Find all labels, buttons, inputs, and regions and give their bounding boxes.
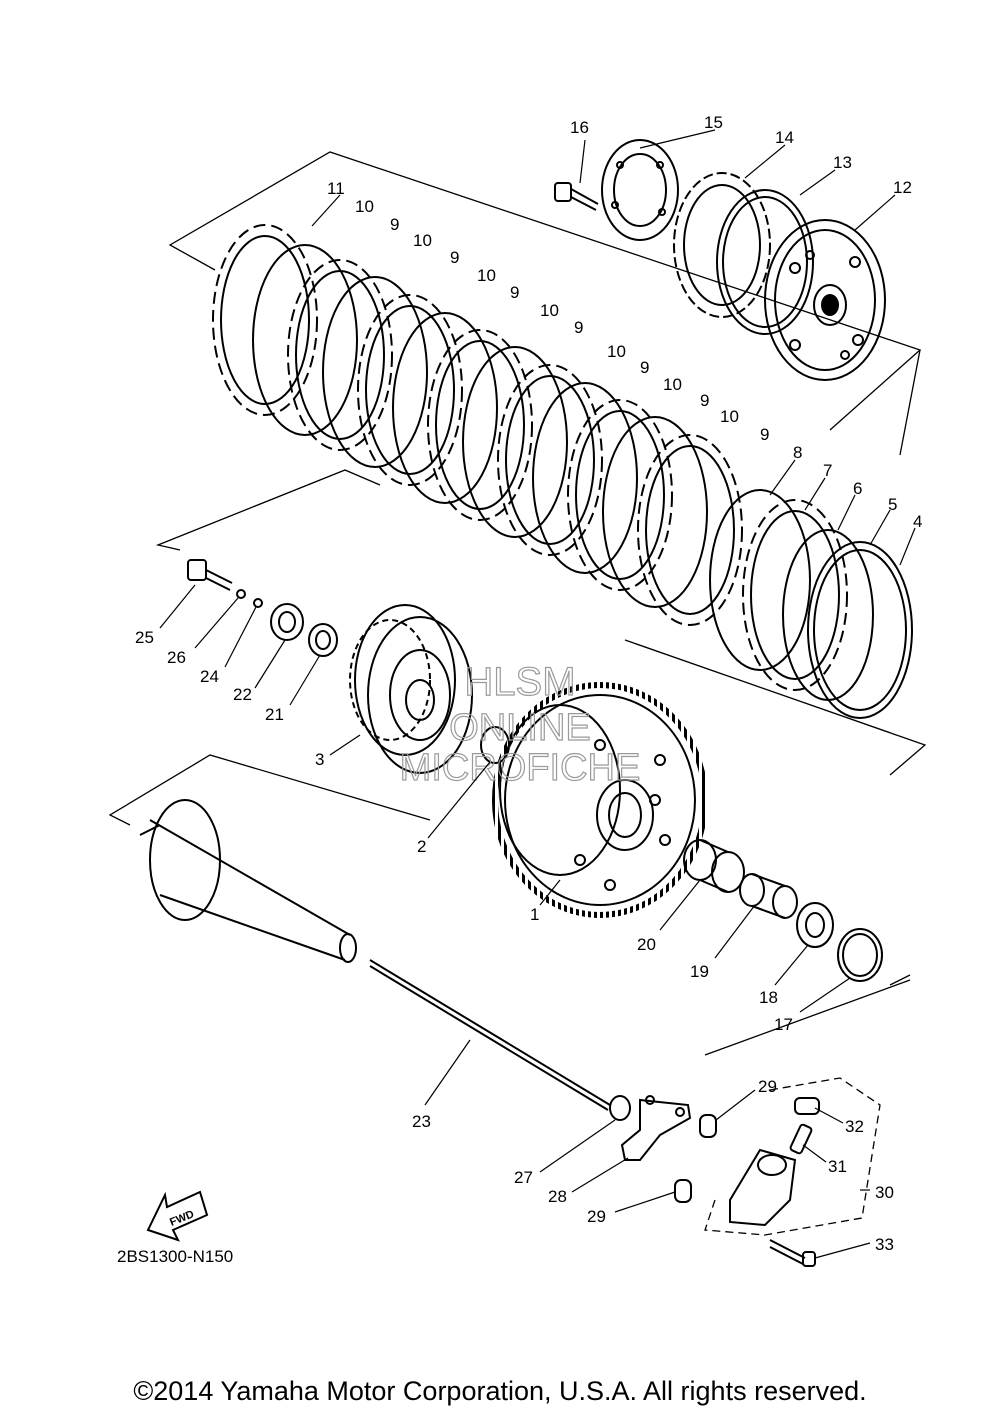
bolt-33 [769,1239,816,1267]
callout-25: 25 [135,628,154,647]
watermark-line3: MICROFICHE [400,747,641,789]
end-plates-and-rings [709,489,913,719]
callout-10a: 10 [355,197,374,216]
callout-9b: 9 [450,248,459,267]
callout-9c: 9 [510,283,519,302]
clutch-boss [349,604,473,774]
callout-10f: 10 [663,375,682,394]
callout-22: 22 [233,685,252,704]
callout-18: 18 [759,988,778,1007]
callout-9g: 9 [760,425,769,444]
dowel-pins [674,1114,717,1203]
callout-30: 30 [875,1183,894,1202]
callout-19: 19 [690,962,709,981]
callout-10c: 10 [477,266,496,285]
small-balls [236,589,263,608]
callout-27: 27 [514,1168,533,1187]
callout-29b: 29 [587,1207,606,1226]
push-rod [369,959,611,1111]
spring-plate [601,139,679,241]
watermark-line2: ONLINE [449,707,590,749]
callout-32: 32 [845,1117,864,1136]
callout-10b: 10 [413,231,432,250]
middle-group-outline [155,469,927,776]
upper-plate-group-outline [168,151,922,456]
callout-14: 14 [775,128,794,147]
callout-26: 26 [167,648,186,667]
callout-10e: 10 [607,342,626,361]
friction-plate-stack [212,224,743,626]
callout-1: 1 [530,905,539,924]
clutch-spring-ring [716,189,814,335]
needle-bearing [683,839,745,893]
callout-4: 4 [913,512,922,531]
lock-nut-22 [270,603,304,641]
callout-11: 11 [327,179,345,198]
clutch-release-cylinder [729,1148,797,1227]
callout-24: 24 [200,667,219,686]
callout-20: 20 [637,935,656,954]
callout-15: 15 [704,113,723,132]
spacer-19 [739,873,798,919]
diagram-code: 2BS1300-N150 [117,1247,233,1266]
callout-9f: 9 [700,391,709,410]
callout-3: 3 [315,750,324,769]
lock-washer-21 [308,623,338,657]
callout-16: 16 [570,118,589,137]
lower-group-outline [108,754,911,1056]
cap-32 [794,1097,820,1115]
callout-28: 28 [548,1187,567,1206]
bolt-25 [187,559,233,591]
callout-33: 33 [875,1235,894,1254]
washer-17 [837,928,883,982]
callout-8: 8 [793,443,802,462]
clutch-release-cylinder-group [704,1077,881,1236]
watermark: HLSM ONLINE MICROFICHE [399,659,641,789]
bolt-16 [554,182,599,211]
callout-labels: 16 15 14 13 12 11 10 9 10 9 10 9 10 9 10… [117,113,922,1266]
callout-10d: 10 [540,301,559,320]
forward-arrow-icon: FWD [146,1190,209,1242]
callout-9d: 9 [574,318,583,337]
callout-2: 2 [417,837,426,856]
watermark-line1: HLSM [464,660,575,704]
callout-9a: 9 [390,215,399,234]
callout-17: 17 [774,1015,793,1034]
bearing-18 [796,902,834,948]
pressure-plate [764,219,886,381]
push-lever [620,1095,692,1161]
callout-21: 21 [265,705,284,724]
callout-23: 23 [412,1112,431,1131]
copyright-notice: ©2014 Yamaha Motor Corporation, U.S.A. A… [133,1376,867,1406]
pushrod-washer [609,1095,631,1121]
callout-5: 5 [888,495,897,514]
callout-7: 7 [823,461,832,480]
callout-10g: 10 [720,407,739,426]
callout-9e: 9 [640,358,649,377]
primary-driven-gear [492,682,708,918]
callout-13: 13 [833,153,852,172]
callout-6: 6 [853,479,862,498]
transmission-main-axle [139,799,357,963]
callout-29a: 29 [758,1077,777,1096]
spring-seat-ring [673,172,771,318]
leader-lines [159,129,916,1259]
callout-12: 12 [893,178,912,197]
bleed-screw-31 [789,1123,813,1155]
callout-31: 31 [828,1157,847,1176]
